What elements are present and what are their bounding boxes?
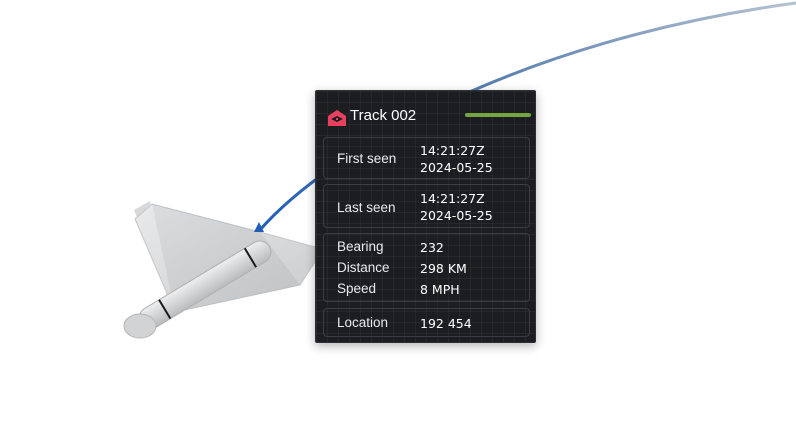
bearing-label: Bearing — [337, 239, 384, 254]
first-seen-label: First seen — [337, 151, 397, 166]
first-seen-time: 14:21:27Z — [420, 143, 485, 158]
track-card-header: Track 002 — [316, 91, 535, 133]
last-seen-time: 14:21:27Z — [420, 191, 485, 206]
distance-value: 298 KM — [420, 261, 467, 276]
drone-warning-icon — [328, 110, 346, 126]
distance-label: Distance — [337, 260, 390, 275]
speed-value: 8 MPH — [420, 282, 460, 297]
last-seen-label: Last seen — [337, 200, 396, 215]
motion-section: Bearing 232 Distance 298 KM Speed 8 MPH — [323, 233, 530, 302]
bearing-value: 232 — [420, 240, 444, 255]
track-title: Track 002 — [350, 107, 417, 124]
track-info-card[interactable]: Track 002 First seen 14:21:27Z 2024-05-2… — [315, 90, 536, 343]
location-value: 192 454 — [420, 316, 472, 331]
first-seen-section: First seen 14:21:27Z 2024-05-25 — [323, 137, 530, 179]
location-label: Location — [337, 315, 389, 330]
first-seen-date: 2024-05-25 — [420, 160, 493, 175]
location-section: Location 192 454 — [323, 308, 530, 337]
speed-label: Speed — [337, 281, 377, 296]
drone-icon — [123, 201, 316, 339]
track-status-bar — [465, 113, 531, 117]
last-seen-section: Last seen 14:21:27Z 2024-05-25 — [323, 184, 530, 228]
last-seen-date: 2024-05-25 — [420, 208, 493, 223]
track-node-marker — [254, 222, 264, 232]
